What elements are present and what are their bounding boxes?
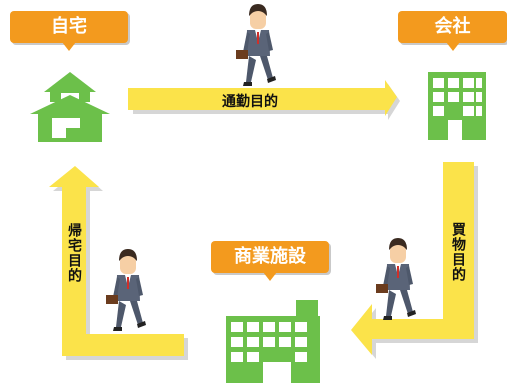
office-building-icon xyxy=(428,72,486,140)
commercial-building-icon xyxy=(226,300,320,383)
commute-arrow xyxy=(128,80,400,120)
house-icon xyxy=(30,72,110,142)
businessman-icon xyxy=(376,238,416,320)
office-label: 会社 xyxy=(398,11,507,51)
shopping-arrow xyxy=(351,162,478,359)
shopping-purpose-label: 買物目的 xyxy=(450,222,466,282)
return-home-arrow xyxy=(49,166,188,360)
home-label: 自宅 xyxy=(10,11,128,51)
businessman-icon xyxy=(236,4,276,86)
return-home-purpose-label: 帰宅目的 xyxy=(66,223,82,283)
commercial-facility-label: 商業施設 xyxy=(211,241,329,281)
commute-purpose-label: 通勤目的 xyxy=(222,94,278,110)
businessman-icon xyxy=(106,249,146,331)
